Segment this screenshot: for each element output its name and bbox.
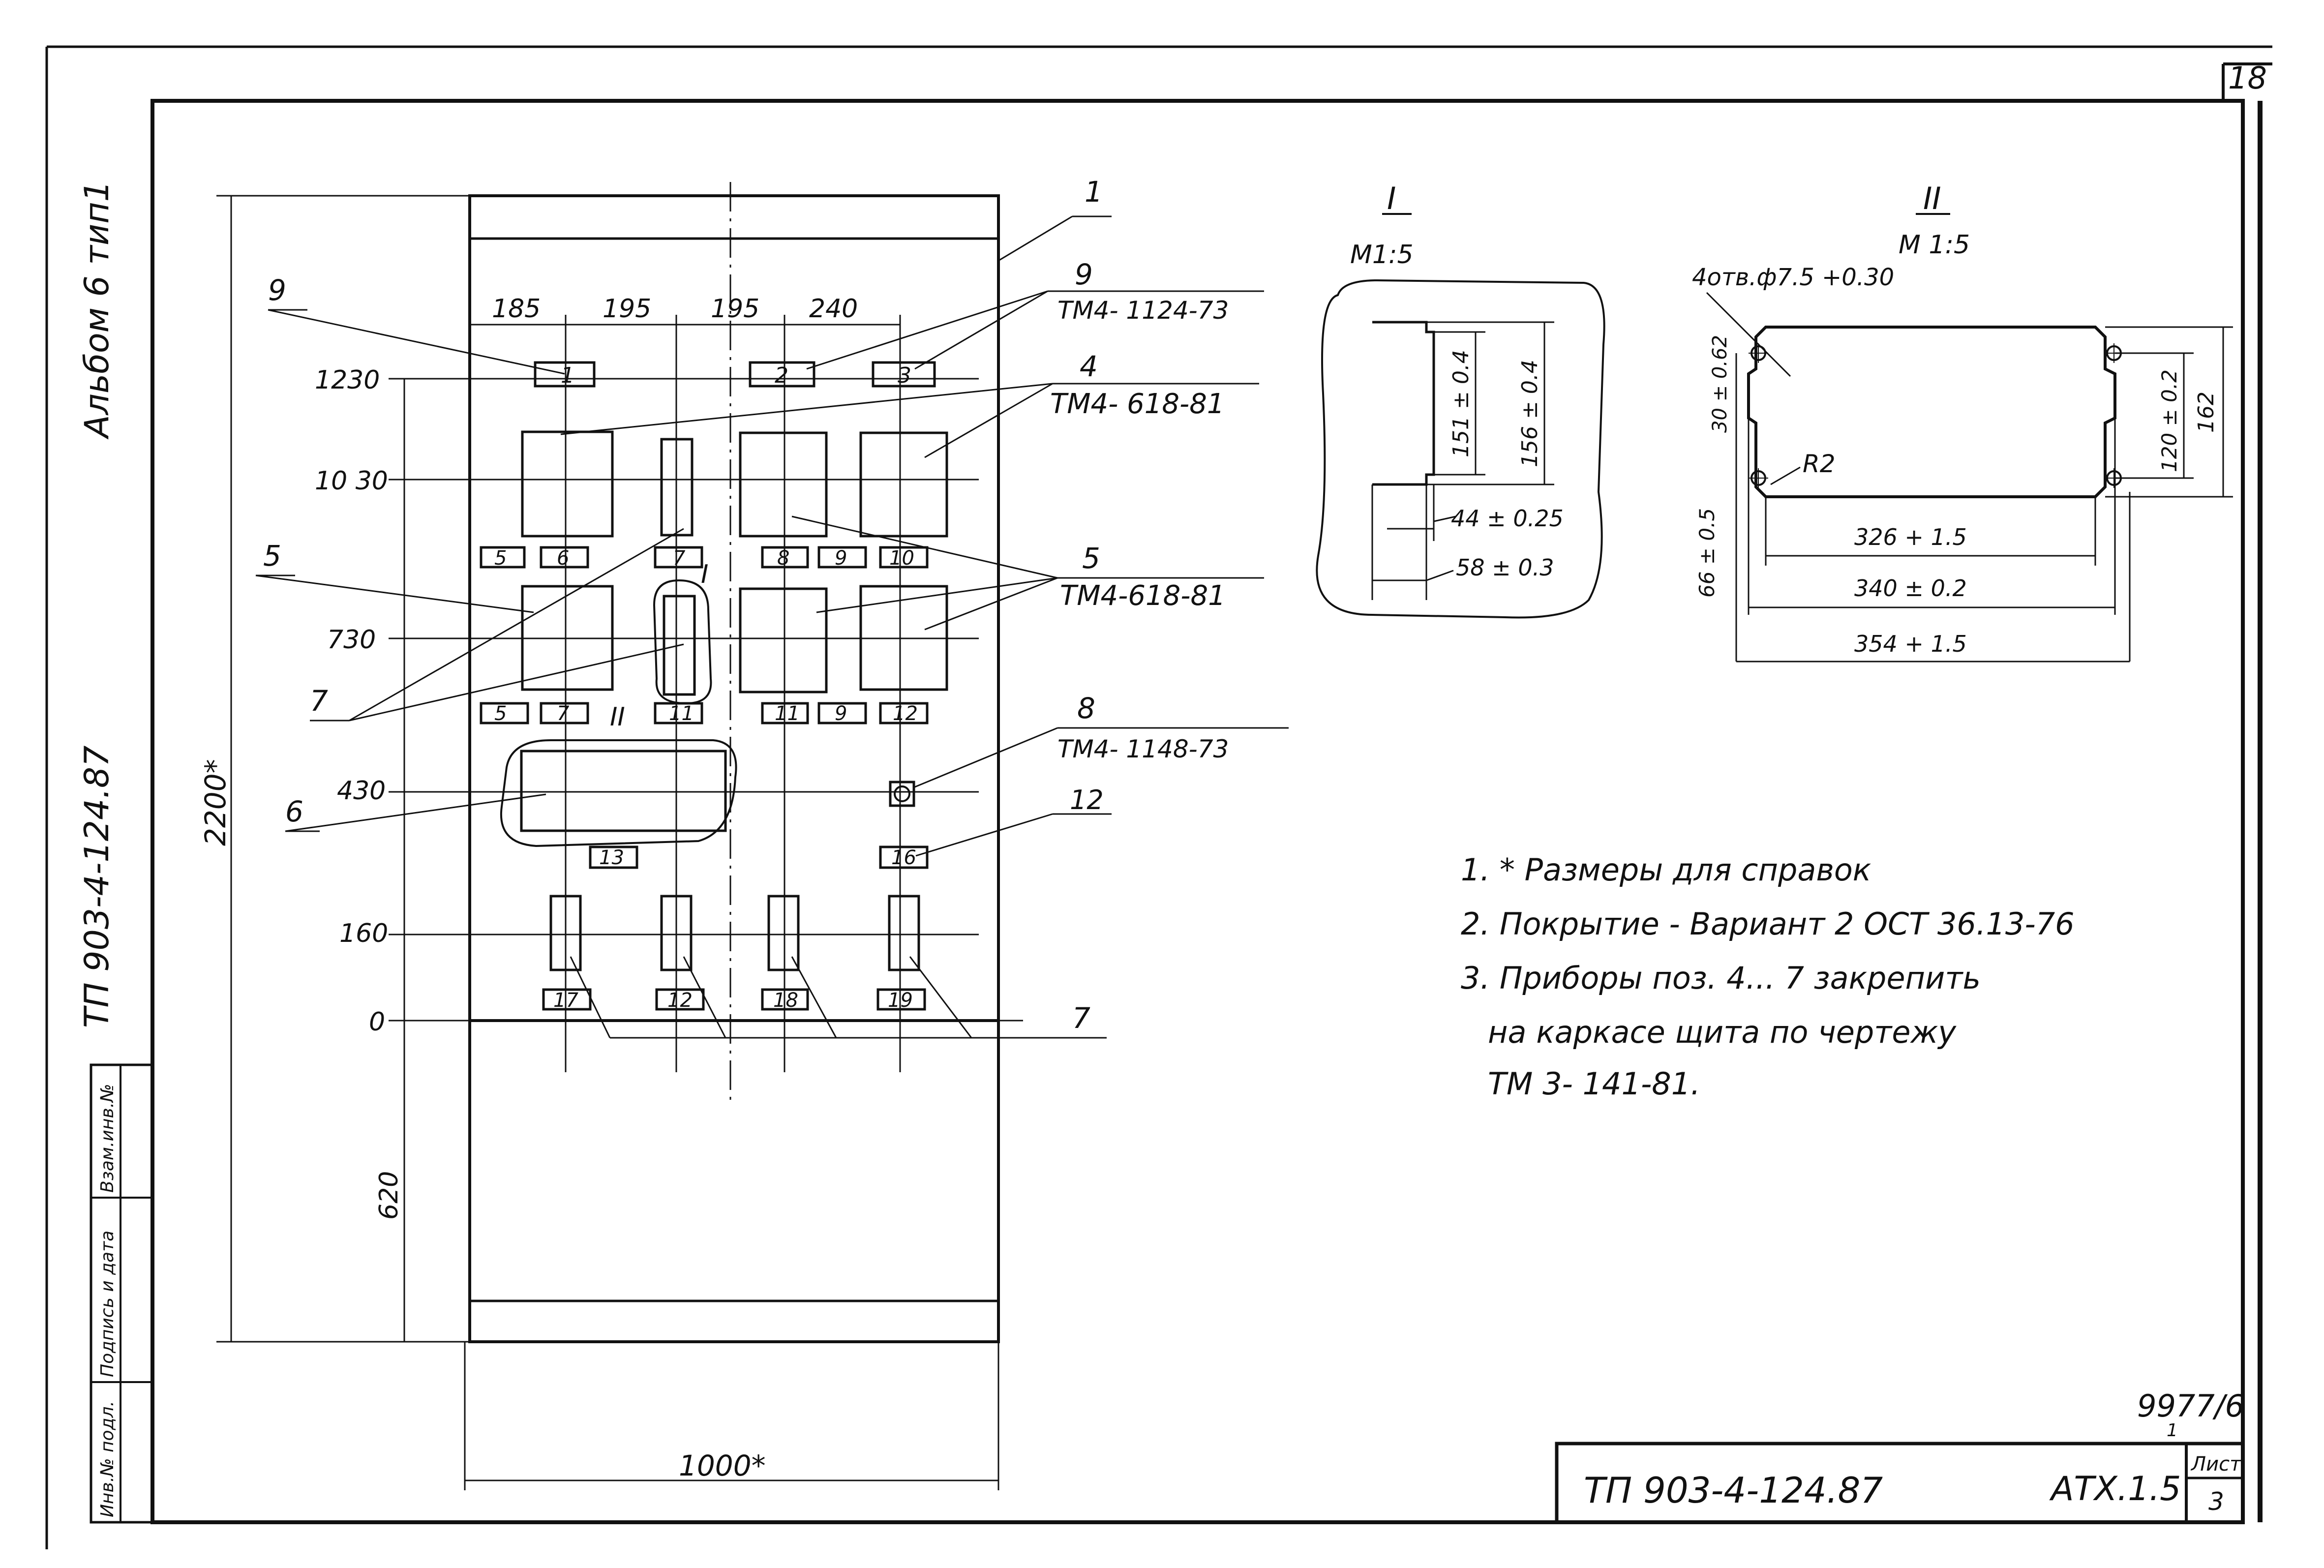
- callout-9: 9: [1075, 258, 1093, 291]
- title-section: АТХ.1.5: [2049, 1470, 2181, 1508]
- label-r2-6: 6: [557, 547, 569, 570]
- detail-II-dim-354: 354 + 1.5: [1854, 631, 1967, 657]
- label-18: 18: [773, 989, 798, 1012]
- detail-I: I М1:5 151 ± 0.4 156 ± 0.4 44 ± 0.25 58 …: [1316, 181, 1605, 619]
- level-430: 430: [337, 776, 386, 806]
- note-3-cont-2: ТМ 3- 141-81.: [1488, 1066, 1700, 1102]
- detail-II-dim-66: 66 ± 0.5: [1695, 508, 1719, 598]
- label-r2-8: 8: [777, 547, 789, 570]
- left-strip: Альбом 6 тип1 ТП 903-4-124.87 Взам.инв.№…: [78, 181, 154, 1524]
- detail-I-title: I: [1387, 181, 1396, 216]
- detail-II-dim-120: 120 ± 0.2: [2157, 369, 2181, 472]
- sheet-label: Лист: [2190, 1453, 2242, 1476]
- detail-I-dim-156: 156 ± 0.4: [1517, 360, 1542, 467]
- label-2: 2: [775, 363, 788, 388]
- archive-sub: 1: [2167, 1420, 2178, 1441]
- archive-number: 9977/6: [2137, 1388, 2244, 1424]
- detail-II-dim-30: 30 ± 0.62: [1709, 335, 1731, 433]
- level-620: 620: [374, 1171, 404, 1220]
- callout-7-left: 7: [310, 684, 328, 718]
- label-16: 16: [891, 846, 916, 869]
- sheet-frame: 18: [45, 45, 2272, 1549]
- dim-195b: 195: [711, 294, 759, 324]
- label-r3-5: 5: [494, 702, 507, 725]
- label-13: 13: [599, 846, 624, 869]
- dim-240: 240: [809, 294, 858, 324]
- callout-9-left: 9: [268, 273, 286, 307]
- level-0: 0: [369, 1007, 385, 1037]
- label-r3-11a: 11: [669, 702, 694, 725]
- detail-II-title: II: [1923, 181, 1941, 216]
- callout-9-doc: ТМ4- 1124-73: [1057, 296, 1229, 325]
- callout-5-doc: ТМ4-618-81: [1060, 580, 1226, 612]
- dim-195a: 195: [603, 294, 651, 324]
- notes: 1. * Размеры для справок 2. Покрытие - В…: [1461, 852, 2075, 1102]
- detail-II-dim-340: 340 ± 0.2: [1854, 575, 1967, 602]
- detail-I-scale: М1:5: [1350, 240, 1414, 270]
- title-block: 9977/6 1 ТП 903-4-124.87 АТХ.1.5 Лист 3: [1555, 1388, 2245, 1524]
- detail-II-dim-162: 162: [2194, 392, 2219, 433]
- detail-II-radius: R2: [1803, 450, 1836, 478]
- sheet-number: 18: [2228, 60, 2267, 96]
- callout-8-doc: ТМ4- 1148-73: [1057, 735, 1229, 763]
- detail-I-dim-58: 58 ± 0.3: [1456, 554, 1554, 581]
- sheet-no: 3: [2208, 1487, 2224, 1516]
- label-r3-12: 12: [893, 702, 918, 725]
- level-1230: 1230: [315, 365, 380, 395]
- note-3: 3. Приборы поз. 4... 7 закрепить: [1461, 960, 1981, 996]
- detail-mark-II: II: [610, 702, 625, 732]
- callout-4: 4: [1080, 350, 1098, 383]
- title-code: ТП 903-4-124.87: [1584, 1470, 1883, 1511]
- callout-6: 6: [285, 795, 303, 828]
- detail-II-dim-326: 326 + 1.5: [1854, 524, 1967, 550]
- level-160: 160: [339, 919, 388, 948]
- label-r2-9: 9: [835, 547, 847, 570]
- label-1: 1: [561, 363, 574, 388]
- label-r2-10: 10: [889, 547, 914, 570]
- callout-5: 5: [1082, 542, 1100, 575]
- callout-5-left: 5: [263, 539, 281, 573]
- detail-II-scale: М 1:5: [1899, 230, 1970, 260]
- detail-II: II М 1:5 4отв.ф7.5 +0.30 30 ± 0.62 R2 66…: [1692, 181, 2233, 663]
- level-1030: 10 30: [315, 466, 388, 496]
- dim-1000: 1000*: [679, 1449, 766, 1482]
- label-3: 3: [898, 363, 911, 388]
- panel-drawing: 185 195 195 240 2200* 1230 10 30 730 430…: [199, 175, 1289, 1490]
- note-2: 2. Покрытие - Вариант 2 ОСТ 36.13-76: [1461, 906, 2075, 942]
- label-r3-9: 9: [835, 702, 847, 725]
- callout-7-bottom: 7: [1072, 1001, 1090, 1035]
- note-3-cont-1: на каркасе щита по чертежу: [1488, 1014, 1957, 1050]
- detail-I-dim-44: 44 ± 0.25: [1451, 505, 1564, 532]
- stamp-cell-replacement: Взам.инв.№: [97, 1084, 118, 1193]
- detail-mark-I: I: [701, 560, 708, 589]
- callout-4-doc: ТМ4- 618-81: [1050, 388, 1225, 420]
- label-19: 19: [888, 989, 913, 1012]
- album-label: Альбом 6 тип1: [78, 181, 117, 440]
- detail-I-dim-151: 151 ± 0.4: [1449, 350, 1474, 457]
- label-r2-7: 7: [673, 547, 686, 570]
- label-r2-5: 5: [494, 547, 507, 570]
- label-17: 17: [553, 989, 578, 1012]
- stamp-cell-signature: Подпись и дата: [97, 1231, 118, 1377]
- callout-8: 8: [1077, 692, 1095, 725]
- label-r3-11b: 11: [775, 702, 800, 725]
- dim-185: 185: [492, 294, 541, 324]
- callout-1: 1: [1085, 175, 1103, 209]
- detail-II-holes: 4отв.ф7.5 +0.30: [1692, 264, 1894, 291]
- dim-2200: 2200*: [199, 759, 232, 846]
- label-12: 12: [667, 989, 693, 1012]
- callout-12: 12: [1070, 784, 1104, 815]
- project-code-vertical: ТП 903-4-124.87: [78, 746, 117, 1028]
- stamp-cell-inventory: Инв.№ подл.: [97, 1401, 118, 1517]
- label-r3-7: 7: [557, 702, 570, 725]
- level-730: 730: [327, 625, 376, 655]
- note-1: 1. * Размеры для справок: [1461, 852, 1871, 888]
